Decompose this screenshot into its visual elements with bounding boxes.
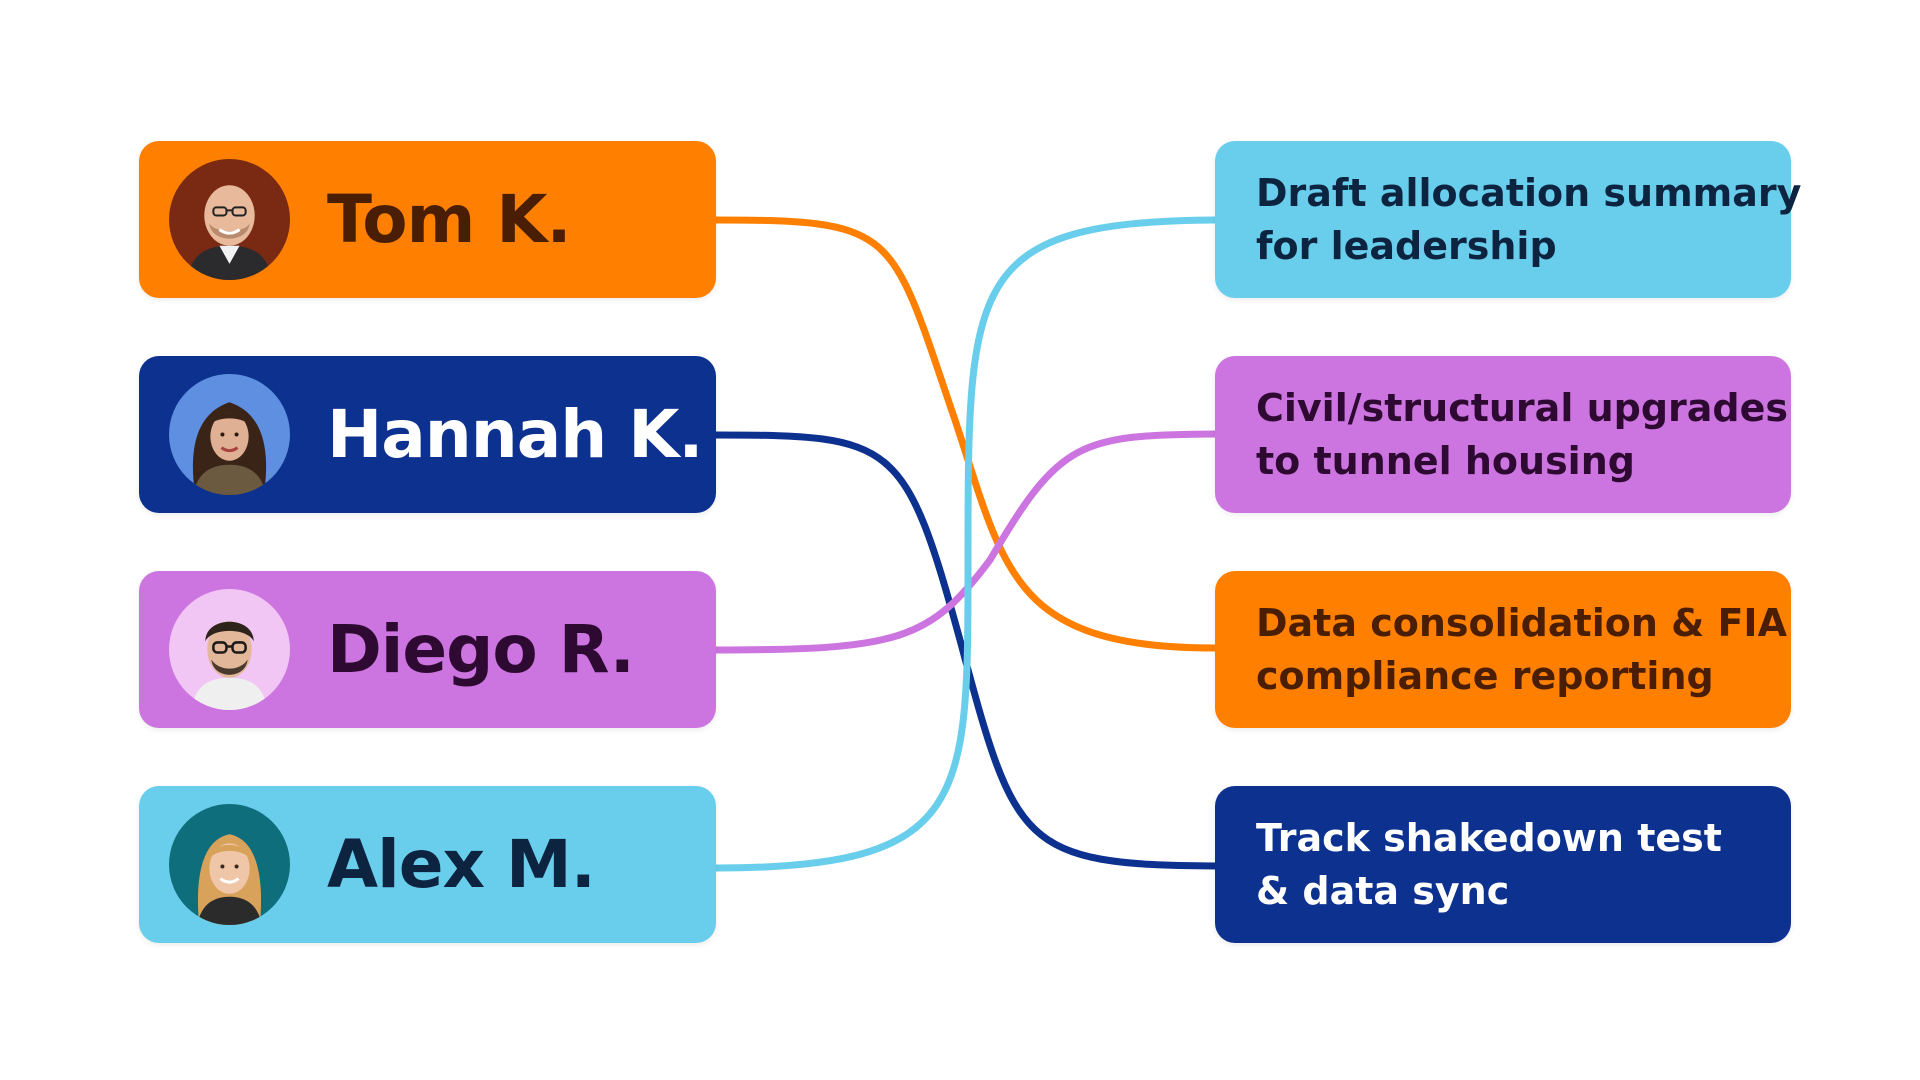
task-line: Data consolidation & FIA [1256,600,1787,645]
task-label-civil-structural: Civil/structural upgrades to tunnel hous… [1256,382,1788,488]
task-line: to tunnel housing [1256,438,1635,483]
person-card-hannah[interactable]: Hannah K. [139,356,716,513]
task-card-civil-structural[interactable]: Civil/structural upgrades to tunnel hous… [1215,356,1791,513]
person-name-hannah: Hannah K. [327,396,703,473]
task-line: & data sync [1256,868,1510,913]
connector-diego-to-civil-structural [712,430,1219,654]
task-label-draft-allocation: Draft allocation summary for leadership [1256,167,1801,273]
task-line: Draft allocation summary [1256,170,1802,215]
task-card-draft-allocation[interactable]: Draft allocation summary for leadership [1215,141,1801,298]
task-line: Civil/structural upgrades [1256,385,1788,430]
person-name-alex: Alex M. [327,826,596,903]
person-photo-hannah-icon [169,374,290,495]
person-card-diego[interactable]: Diego R. [139,571,716,728]
task-card-track-shakedown[interactable]: Track shakedown test & data sync [1215,786,1791,943]
task-line: for leadership [1256,223,1557,268]
person-photo-alex-icon [169,804,290,925]
task-line: Track shakedown test [1256,815,1722,860]
person-name-tom: Tom K. [327,181,572,258]
connector-hannah-to-track-shakedown [712,431,1219,870]
task-label-track-shakedown: Track shakedown test & data sync [1256,812,1722,918]
person-photo-diego-icon [169,589,290,710]
person-card-alex[interactable]: Alex M. [139,786,716,943]
task-label-data-consolidation: Data consolidation & FIA compliance repo… [1256,597,1787,703]
connector-alex-to-draft-allocation [712,216,1219,872]
person-name-diego: Diego R. [327,611,635,688]
connector-tom-to-data-consolidation [712,216,1219,652]
task-card-data-consolidation[interactable]: Data consolidation & FIA compliance repo… [1215,571,1791,728]
person-card-tom[interactable]: Tom K. [139,141,716,298]
task-line: compliance reporting [1256,653,1714,698]
person-photo-tom-icon [169,159,290,280]
